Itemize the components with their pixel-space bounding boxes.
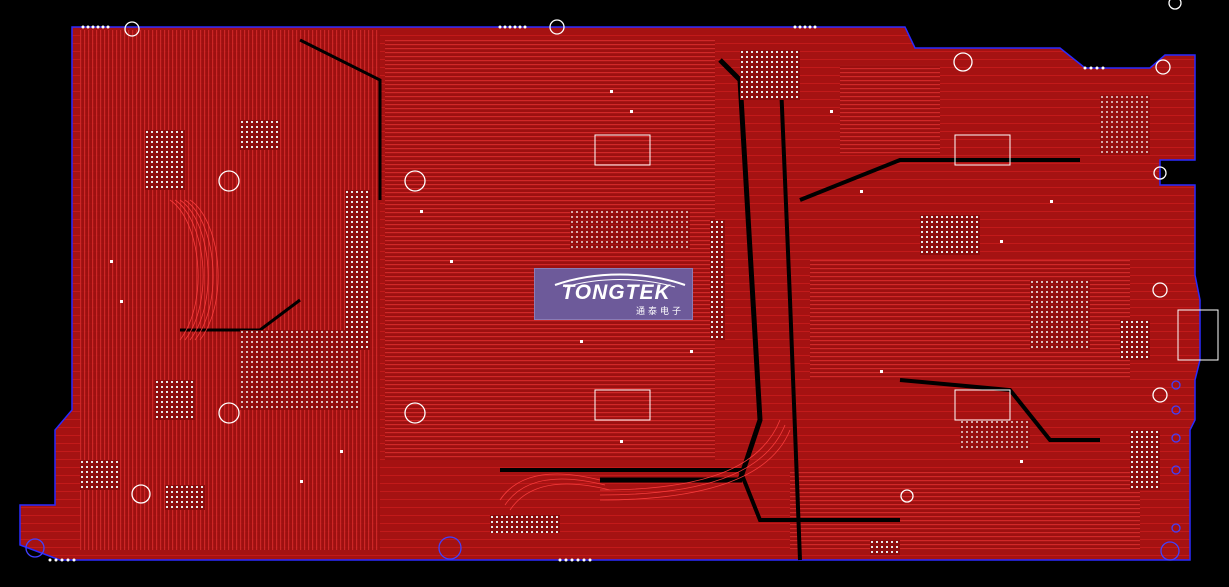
ic-outline: [954, 134, 1011, 166]
trace-bundle-curves: [169, 199, 791, 511]
pad-cluster: [740, 50, 800, 100]
pad-cluster: [1030, 280, 1090, 350]
pad-cluster: [710, 220, 725, 340]
pad-cluster: [570, 210, 690, 250]
tongtek-logo: TONGTEK 通泰电子: [534, 268, 693, 320]
edge-via-row: [48, 25, 1105, 562]
mounting-holes: [124, 0, 1182, 504]
pad-cluster: [1100, 95, 1150, 155]
channel-4: [799, 158, 1080, 202]
pad-cluster: [240, 120, 280, 150]
pad-cluster: [165, 485, 205, 510]
ic-outline: [594, 134, 651, 166]
pad-cluster: [240, 330, 360, 410]
pad-cluster: [145, 130, 185, 190]
pad-cluster: [155, 380, 195, 420]
mounting-holes-plated: [25, 380, 1181, 561]
pad-cluster: [1120, 320, 1150, 360]
routing-region-top-right: [840, 65, 940, 155]
ic-outline: [594, 389, 651, 421]
channel-5: [299, 38, 382, 200]
connector-outline: [1177, 309, 1219, 361]
routing-region-left: [80, 30, 380, 550]
routing-region-bottom-right: [790, 470, 1140, 550]
channel-7: [899, 378, 1100, 442]
channel-3: [500, 468, 900, 522]
pad-cluster: [490, 515, 560, 533]
channel-1: [600, 58, 763, 483]
logo-brand-text: TONGTEK: [561, 281, 671, 304]
ic-outline: [954, 389, 1011, 421]
pad-cluster: [920, 215, 980, 255]
logo-subtitle-text: 通泰电子: [635, 307, 684, 317]
channel-2: [778, 59, 802, 561]
pad-cluster: [960, 420, 1030, 450]
pad-cluster: [1130, 430, 1160, 490]
logo-swoosh-icon: [554, 273, 686, 288]
pad-cluster: [80, 460, 120, 490]
pad-cluster: [870, 540, 900, 555]
pad-cluster: [345, 190, 370, 350]
